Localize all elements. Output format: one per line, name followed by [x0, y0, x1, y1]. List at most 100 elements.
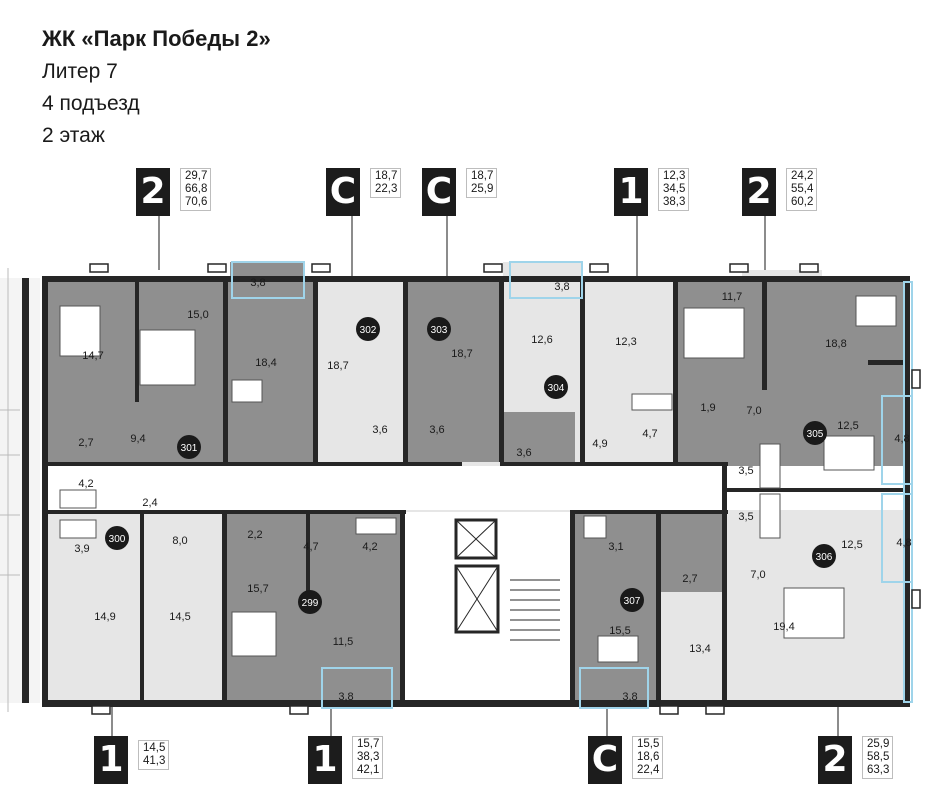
- area-value: 41,3: [143, 755, 166, 767]
- windows: [89, 263, 921, 715]
- balconies: [231, 261, 913, 709]
- apartment-307b: [574, 512, 658, 704]
- area-legend: 15,7 38,3 42,1: [352, 736, 384, 779]
- area-value: 22,3: [375, 183, 398, 195]
- furniture: [59, 295, 897, 663]
- floor-label: 2 этаж: [42, 124, 105, 147]
- area-label: 2,4: [142, 497, 157, 509]
- area-value: 66,8: [185, 183, 208, 195]
- area-value: 25,9: [471, 183, 494, 195]
- area-label: 14,5: [169, 611, 190, 623]
- area-value: 14,5: [143, 742, 166, 754]
- area-legend: 29,7 66,8 70,6: [180, 168, 212, 211]
- area-value: 55,4: [791, 183, 814, 195]
- apartment-number: 307: [624, 596, 641, 607]
- area-label: 18,8: [825, 338, 846, 350]
- area-label: 7,0: [746, 405, 761, 417]
- area-label: 12,6: [531, 334, 552, 346]
- apartment-302: [317, 290, 403, 462]
- area-label: 8,0: [172, 535, 187, 547]
- area-label: 3,8: [554, 281, 569, 293]
- area-value: 25,9: [867, 738, 890, 750]
- apartment-307-room: [660, 592, 722, 704]
- area-label: 3,9: [74, 543, 89, 555]
- area-value: 12,3: [663, 170, 686, 182]
- area-label: 2,2: [247, 529, 262, 541]
- area-value: 38,3: [357, 751, 380, 763]
- area-label: 7,0: [750, 569, 765, 581]
- apartment-type-badge: 1: [94, 736, 128, 784]
- area-value: 63,3: [867, 764, 890, 776]
- area-label: 15,7: [247, 583, 268, 595]
- area-label: 4,8: [896, 537, 911, 549]
- hall-304: [503, 412, 575, 464]
- apartment-303: [407, 282, 499, 462]
- apartment-number: 304: [548, 383, 565, 394]
- area-label: 19,4: [773, 621, 794, 633]
- area-label: 15,0: [187, 309, 208, 321]
- area-label: 18,4: [255, 357, 276, 369]
- area-label: 12,5: [841, 539, 862, 551]
- area-legend: 24,2 55,4 60,2: [786, 168, 818, 211]
- apartment-type-badge: 1: [614, 168, 648, 216]
- area-label: 3,5: [738, 465, 753, 477]
- area-label: 1,9: [700, 402, 715, 414]
- apartment-type-badge: 2: [136, 168, 170, 216]
- area-label: 4,2: [362, 541, 377, 553]
- apartment-number: 306: [816, 552, 833, 563]
- apartment-307b-wing: [658, 512, 724, 592]
- apartment-type-badge: C: [588, 736, 622, 784]
- apartment-number: 302: [360, 325, 377, 336]
- area-label: 11,7: [722, 291, 743, 303]
- apartment-type-badge: 1: [308, 736, 342, 784]
- area-label: 3,5: [738, 511, 753, 523]
- area-label: 15,5: [609, 625, 630, 637]
- complex-title: ЖК «Парк Победы 2»: [42, 26, 271, 51]
- entrance-label: 4 подъезд: [42, 92, 140, 115]
- apartment-number: 300: [109, 534, 126, 545]
- apartment-type-badge: 2: [742, 168, 776, 216]
- area-label: 12,3: [615, 336, 636, 348]
- area-legend: 25,9 58,5 63,3: [862, 736, 894, 779]
- apartment-type-badge: C: [326, 168, 360, 216]
- area-label: 12,5: [837, 420, 858, 432]
- apartment-number: 299: [302, 598, 319, 609]
- area-value: 58,5: [867, 751, 890, 763]
- area-label: 3,6: [372, 424, 387, 436]
- apartment-type-badge: 2: [818, 736, 852, 784]
- walls: [42, 276, 910, 707]
- area-label: 2,7: [682, 573, 697, 585]
- area-label: 14,7: [82, 350, 103, 362]
- area-label: 18,7: [327, 360, 348, 372]
- area-value: 29,7: [185, 170, 208, 182]
- area-value: 18,6: [637, 751, 660, 763]
- area-label: 14,9: [94, 611, 115, 623]
- area-value: 15,5: [637, 738, 660, 750]
- area-value: 22,4: [637, 764, 660, 776]
- area-label: 4,7: [303, 541, 318, 553]
- area-legend: 18,7 22,3: [370, 168, 402, 198]
- apartment-number: 301: [181, 443, 198, 454]
- area-label: 4,8: [894, 433, 909, 445]
- apartment-300: [47, 512, 222, 704]
- area-label: 3,8: [250, 277, 265, 289]
- area-value: 60,2: [791, 196, 814, 208]
- area-label: 4,7: [642, 428, 657, 440]
- area-label: 9,4: [130, 433, 145, 445]
- area-label: 3,6: [516, 447, 531, 459]
- area-label: 3,1: [608, 541, 623, 553]
- apartment-numbers: 299 300 301 302 303 304 305 306 307: [105, 317, 836, 614]
- adjacent-building: [0, 268, 40, 712]
- area-label: 3,8: [338, 691, 353, 703]
- area-label: 18,7: [451, 348, 472, 360]
- area-legend: 14,5 41,3: [138, 740, 170, 770]
- apartment-number: 303: [431, 325, 448, 336]
- area-label: 13,4: [689, 643, 710, 655]
- area-legend: 18,7 25,9: [466, 168, 498, 198]
- area-value: 70,6: [185, 196, 208, 208]
- area-value: 24,2: [791, 170, 814, 182]
- apartment-type-badge: C: [422, 168, 456, 216]
- liter-label: Литер 7: [42, 60, 118, 83]
